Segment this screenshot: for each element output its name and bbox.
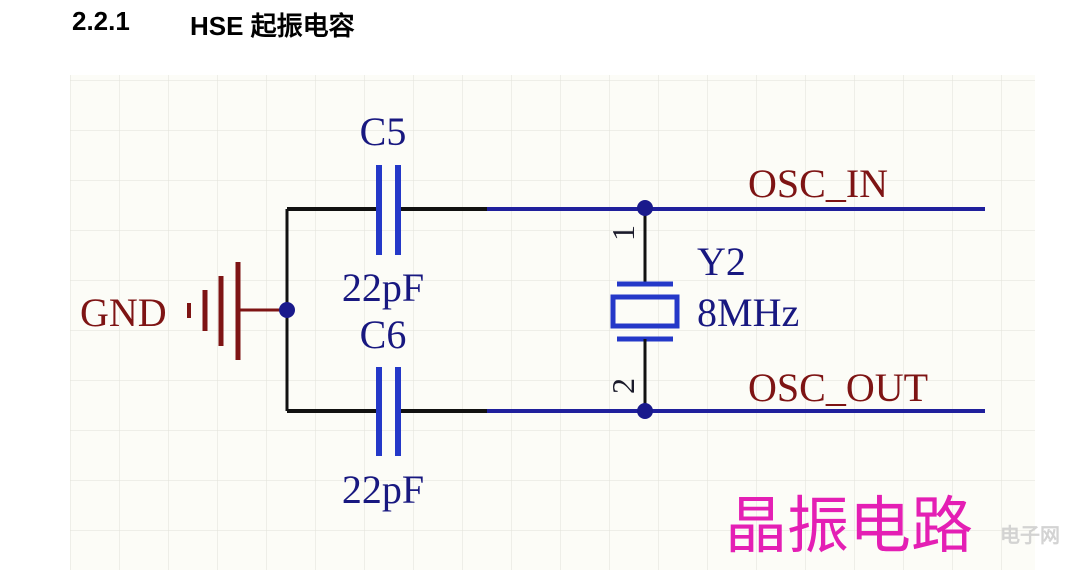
y2-designator: Y2 — [697, 239, 746, 284]
watermark-logo: 电子网 — [1000, 523, 1060, 547]
y2-pin1-number: 1 — [605, 225, 641, 241]
section-heading: 2.2.1 HSE 起振电容 — [0, 6, 1080, 46]
gnd-symbol — [187, 262, 287, 360]
osc-out-label: OSC_OUT — [748, 365, 928, 410]
osc-in-label: OSC_IN — [748, 161, 888, 206]
y2-body — [610, 294, 680, 329]
c5-value: 22pF — [342, 265, 424, 310]
c6-designator: C6 — [360, 312, 407, 357]
y2-pin2-number: 2 — [605, 378, 641, 394]
schematic-caption: 晶振电路 — [725, 489, 973, 562]
section-title: HSE 起振电容 — [190, 11, 355, 41]
crystal-y2 — [610, 209, 680, 411]
c5-designator: C5 — [360, 109, 407, 154]
gnd-label: GND — [80, 290, 167, 335]
junction-gnd — [279, 302, 295, 318]
junction-osc-out — [637, 403, 653, 419]
section-number: 2.2.1 — [72, 6, 130, 36]
c6-value: 22pF — [342, 467, 424, 512]
y2-value: 8MHz — [697, 290, 799, 335]
junction-osc-in — [637, 200, 653, 216]
schematic-grid — [70, 75, 1035, 570]
